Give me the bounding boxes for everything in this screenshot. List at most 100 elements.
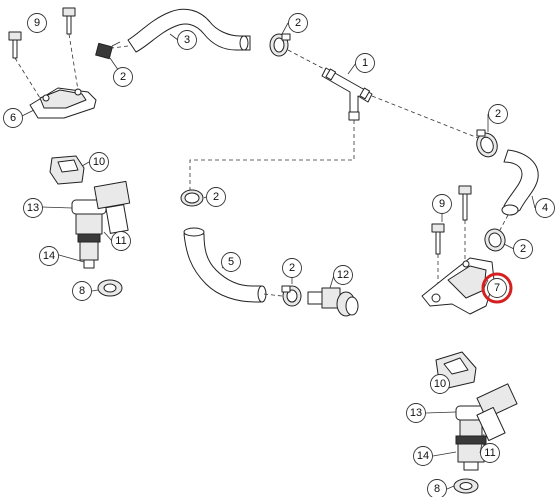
callout-label: 2	[495, 108, 501, 120]
bolt-line-left-b	[68, 33, 79, 91]
injector-13-left[interactable]	[71, 199, 107, 269]
callout-c2f: 2	[513, 239, 533, 259]
callout-label: 13	[410, 407, 422, 419]
t-connector-1[interactable]	[321, 67, 373, 121]
callout-c13a: 13	[23, 198, 43, 218]
callout-label: 3	[184, 34, 190, 46]
callout-label: 2	[213, 191, 219, 203]
callout-c2d: 2	[206, 187, 226, 207]
hose-clamp-bottom[interactable]	[281, 285, 302, 307]
injector-clip-10-left[interactable]	[49, 155, 85, 185]
callout-label: 9	[439, 198, 445, 210]
callout-label: 7	[494, 282, 500, 294]
callout-circle	[535, 198, 555, 218]
check-valve-12[interactable]	[307, 287, 359, 317]
callout-circle	[23, 198, 43, 218]
callout-c3: 3	[177, 30, 197, 50]
callout-label: 10	[93, 156, 105, 168]
hose-line-5	[189, 120, 355, 190]
hose-clamp-top[interactable]	[269, 33, 291, 57]
bolt-line-left-a	[14, 57, 41, 99]
callout-circle	[355, 53, 375, 73]
callout-label: 9	[34, 17, 40, 29]
callout-c7: 7	[481, 272, 513, 304]
callout-c2a: 2	[113, 67, 133, 87]
highlight-ring	[481, 272, 513, 304]
hose-clamp-right-top[interactable]	[473, 129, 500, 160]
callout-label: 2	[289, 262, 295, 274]
callout-label: 2	[295, 17, 301, 29]
callout-c2c: 2	[488, 104, 508, 124]
callout-circle	[89, 152, 109, 172]
callout-label: 12	[337, 269, 349, 281]
injector-bracket-6[interactable]	[29, 87, 97, 119]
callout-circle	[221, 252, 241, 272]
callout-label: 5	[228, 256, 234, 268]
callout-label: 14	[417, 450, 429, 462]
callout-c8b: 8	[427, 479, 447, 497]
callout-circle	[72, 281, 92, 301]
hose-clamp-left[interactable]	[180, 189, 204, 207]
o-ring-8-right[interactable]	[453, 478, 479, 494]
callout-label: 6	[10, 112, 16, 124]
callout-circle	[3, 108, 23, 128]
hose-5[interactable]	[183, 227, 267, 303]
hose-3[interactable]	[111, 8, 251, 53]
callout-c13b: 13	[406, 403, 426, 423]
callout-circle	[111, 231, 131, 251]
callout-circle	[487, 278, 507, 298]
callout-circle	[513, 239, 533, 259]
hose-clamp-top-left[interactable]	[95, 42, 113, 60]
injector-13-right[interactable]	[455, 405, 487, 471]
callout-label: 2	[120, 71, 126, 83]
hose-clamp-right-bottom[interactable]	[482, 227, 507, 253]
callout-c14b: 14	[413, 446, 433, 466]
injector-plug-11-right[interactable]	[476, 383, 518, 441]
bolt-9-right-b[interactable]	[458, 185, 472, 221]
callout-label: 8	[79, 285, 85, 297]
bolt-9-left-a[interactable]	[8, 31, 22, 59]
callout-c6: 6	[3, 108, 23, 128]
callout-circle	[113, 67, 133, 87]
callout-label: 13	[27, 202, 39, 214]
callout-circle	[288, 13, 308, 33]
callout-c2e: 2	[282, 258, 302, 278]
callout-c14a: 14	[39, 246, 59, 266]
callout-c10a: 10	[89, 152, 109, 172]
callout-circle	[177, 30, 197, 50]
callout-c10b: 10	[430, 374, 450, 394]
callout-c5: 5	[221, 252, 241, 272]
hose-line-4	[499, 214, 509, 231]
callout-c12: 12	[333, 265, 353, 285]
injector-bracket-7[interactable]	[421, 257, 495, 315]
callout-label: 11	[484, 447, 495, 459]
callout-circle	[427, 479, 447, 497]
callout-circle	[39, 246, 59, 266]
o-ring-8-left[interactable]	[97, 279, 123, 297]
callout-c11a: 11	[111, 231, 131, 251]
bolt-9-left-b[interactable]	[62, 7, 76, 35]
callout-c1: 1	[355, 53, 375, 73]
callout-circle	[413, 446, 433, 466]
callout-circle	[488, 104, 508, 124]
hose-line-5b	[263, 293, 283, 297]
hose-line-top	[287, 49, 331, 73]
callout-circle	[27, 13, 47, 33]
bolt-9-right-a[interactable]	[431, 223, 445, 255]
callout-circle	[480, 443, 500, 463]
callout-circle	[206, 187, 226, 207]
callout-c8a: 8	[72, 281, 92, 301]
callout-c2b: 2	[288, 13, 308, 33]
callout-label: 11	[115, 235, 126, 247]
callout-circle	[406, 403, 426, 423]
hose-4[interactable]	[501, 149, 539, 216]
callout-c11b: 11	[480, 443, 500, 463]
callout-label: 4	[542, 202, 548, 214]
injector-plug-11-left[interactable]	[93, 180, 131, 234]
callout-circle	[282, 258, 302, 278]
callout-circle	[432, 194, 452, 214]
callout-label: 2	[520, 243, 526, 255]
callout-c9a: 9	[27, 13, 47, 33]
